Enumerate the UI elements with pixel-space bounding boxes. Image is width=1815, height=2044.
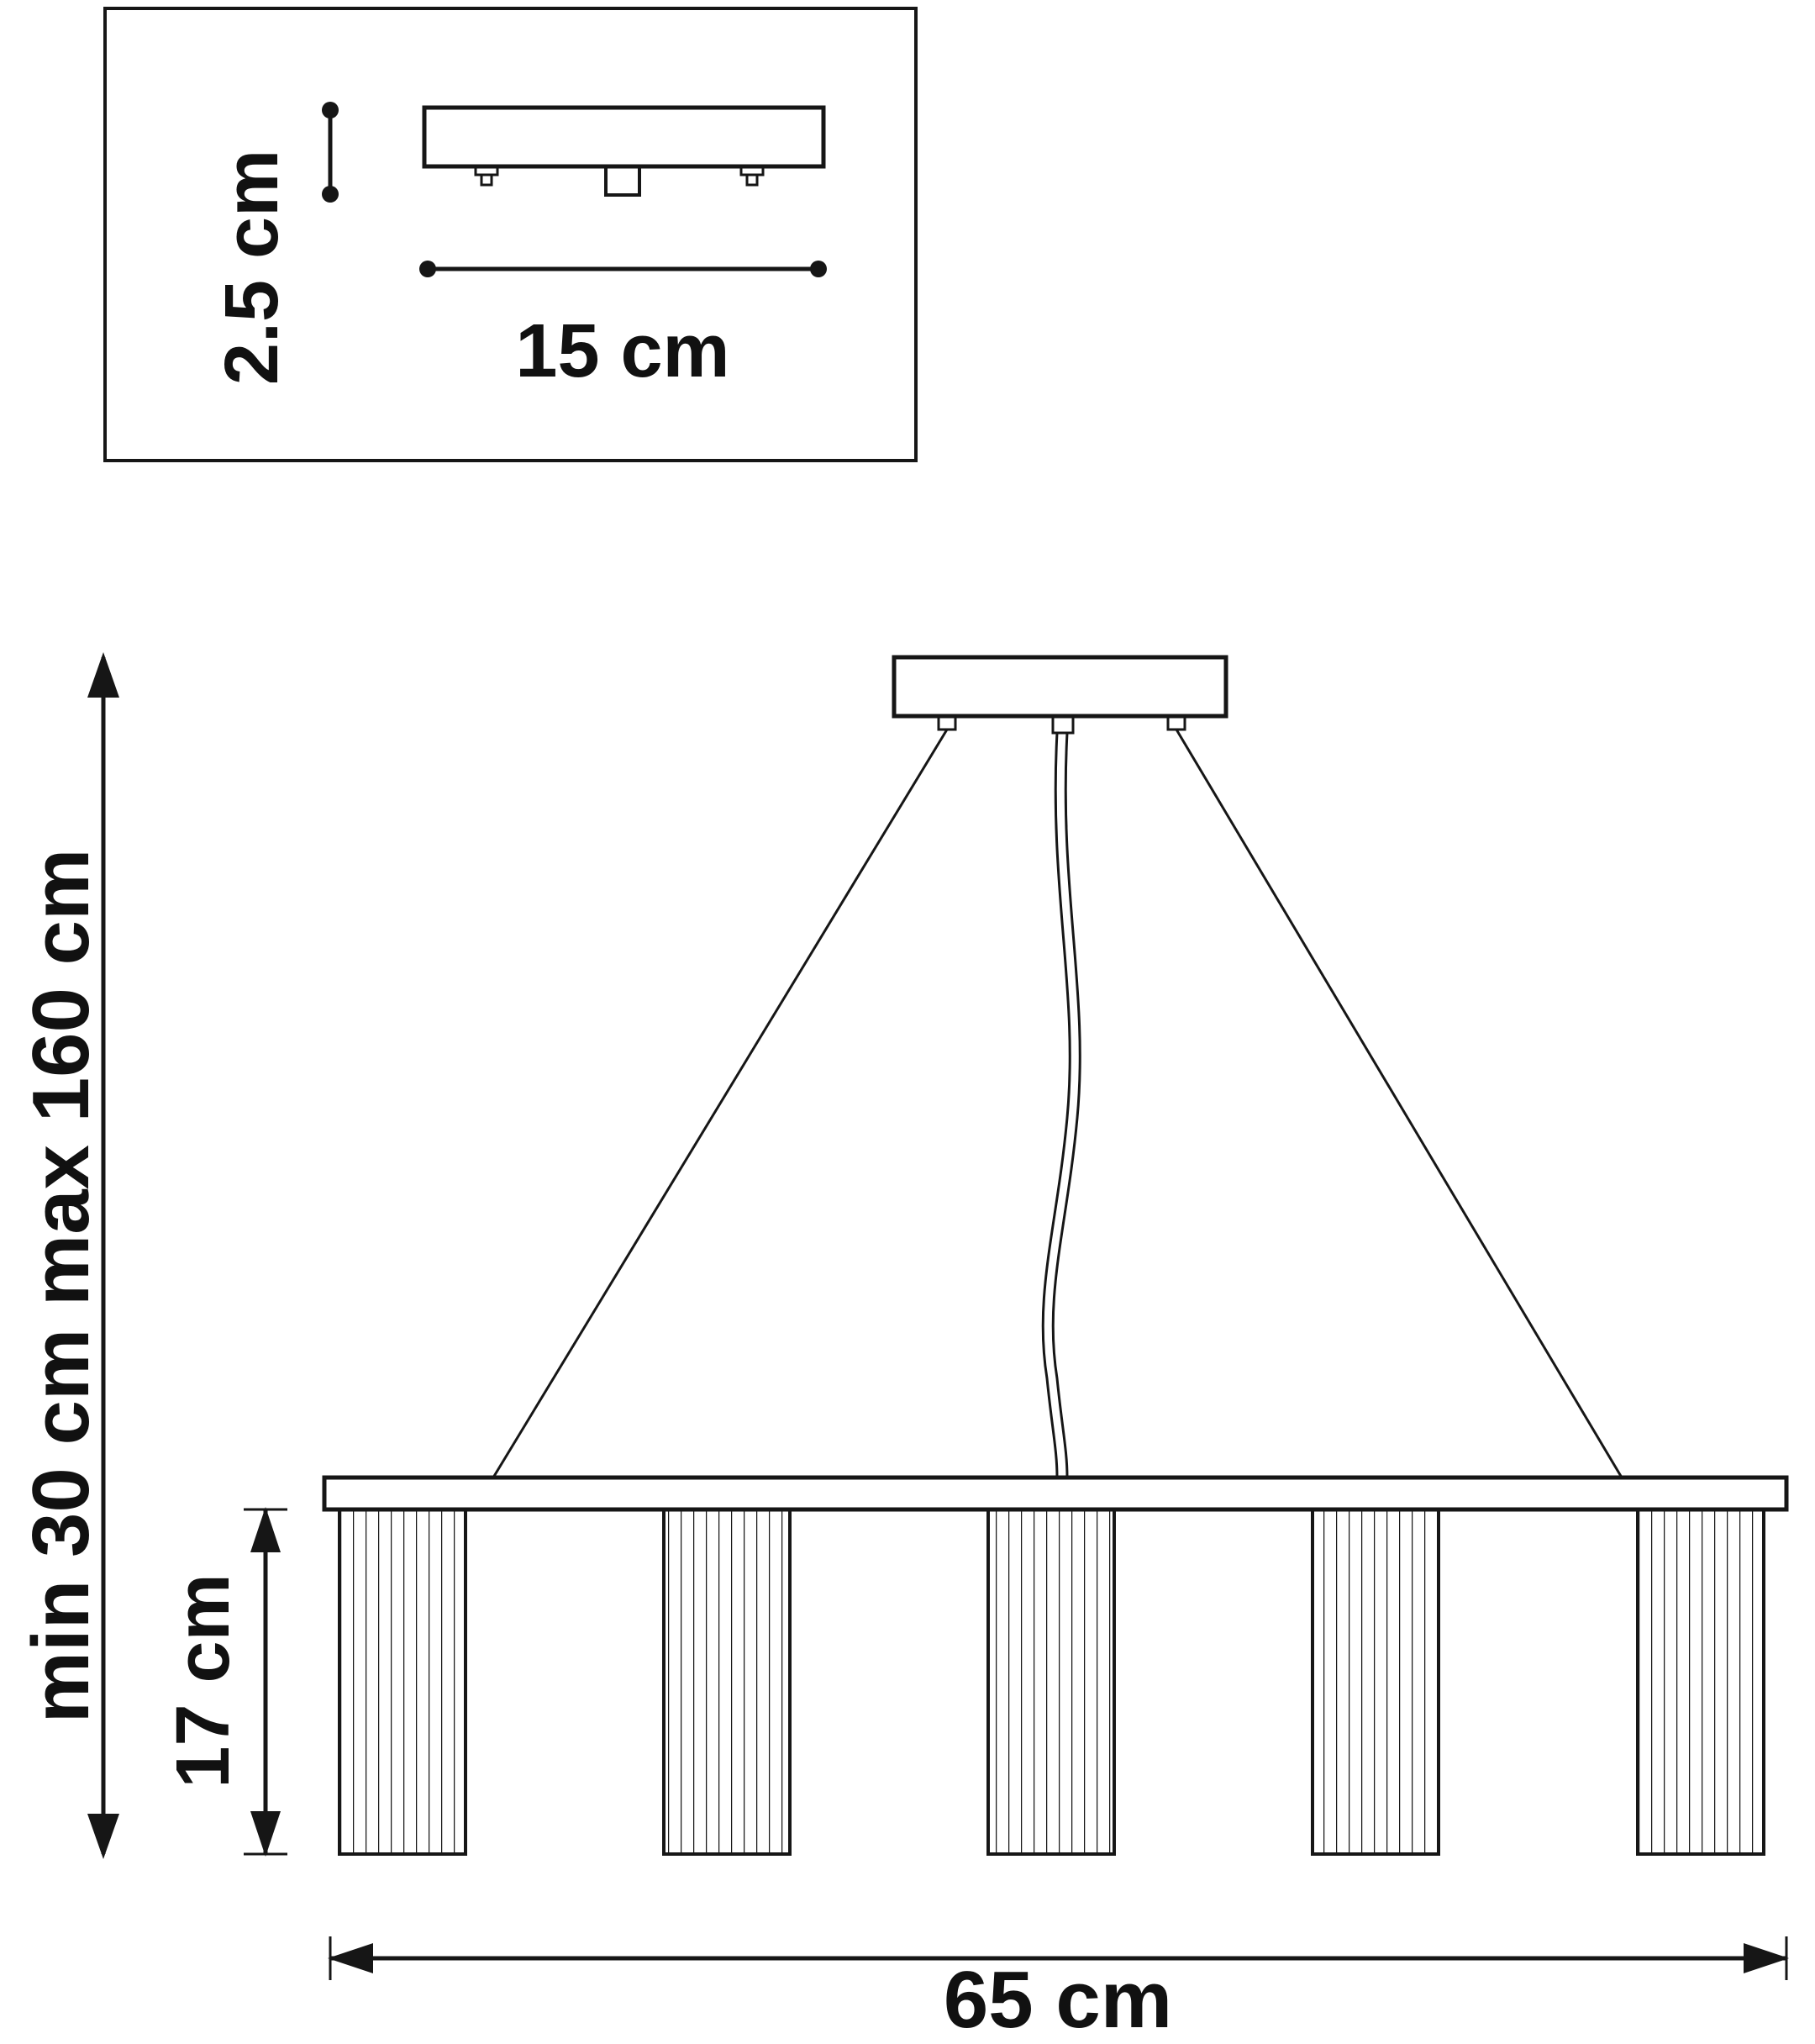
shade-3 (986, 1508, 1116, 1856)
arrow-left-icon (328, 1943, 373, 1973)
canopy-height-label: 2.5 cm (210, 150, 294, 385)
arrow-up-icon (250, 1507, 281, 1552)
plate-connector-center (1051, 714, 1075, 735)
shade-height-label: 17 cm (161, 1573, 245, 1788)
shade-5 (1636, 1508, 1765, 1856)
shade-1 (338, 1508, 467, 1856)
arrow-right-icon (1744, 1943, 1789, 1973)
suspension-height-dimension (87, 652, 119, 1859)
shade-4 (1311, 1508, 1440, 1856)
fixture-bar (322, 1475, 1789, 1512)
arrow-down-icon (87, 1814, 119, 1859)
canopy-width-dimension (419, 261, 827, 277)
pendant-fixture-drawing (322, 655, 1789, 1856)
power-cord (1041, 732, 1081, 1478)
shade-2 (662, 1508, 792, 1856)
suspension-cable-right (1175, 729, 1623, 1478)
ceiling-plate (892, 655, 1228, 719)
inset-frame (103, 7, 918, 462)
arrow-down-icon (250, 1811, 281, 1857)
fixture-width-dimension (328, 1936, 1789, 1980)
suspension-height-label: min 30 cm max 160 cm (16, 849, 106, 1724)
fixture-width-label: 65 cm (944, 1955, 1172, 2044)
suspension-cable-left (492, 729, 949, 1478)
canopy-height-dimension (322, 102, 339, 203)
shade-height-dimension (244, 1507, 287, 1857)
canopy-width-label: 15 cm (515, 309, 729, 393)
canopy-center-tab (604, 165, 641, 197)
canopy-screw-left-icon (474, 165, 499, 187)
arrow-up-icon (87, 652, 119, 698)
canopy-screw-right-icon (739, 165, 765, 187)
canopy-detail-inset: 2.5 cm 15 cm (103, 7, 918, 462)
canopy-side-view (422, 105, 826, 169)
